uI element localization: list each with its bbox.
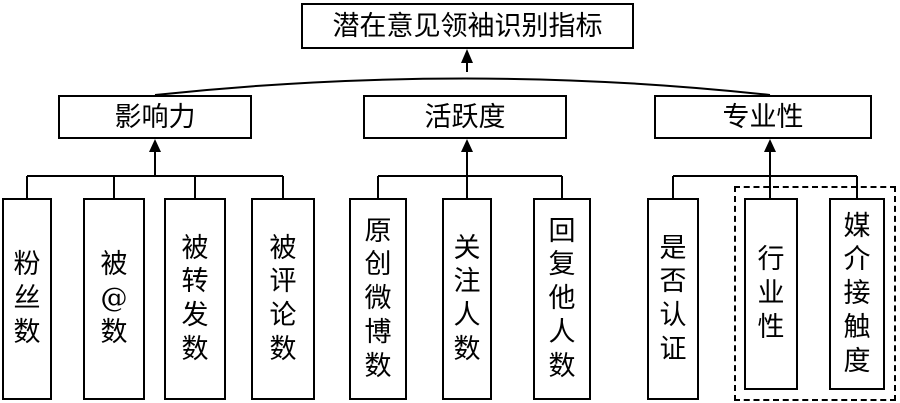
indicator-label: 媒介接触度 [843,210,871,377]
category-label: 活跃度 [424,101,506,133]
indicator-label: 回复他人数 [548,215,576,382]
category-professionalism: 专业性 [654,95,872,139]
arrowhead-activity [461,139,473,152]
indicator-mentions: 被@数 [83,198,145,400]
indicator-following: 关注人数 [442,198,492,400]
indicator-media-contact: 媒介接触度 [829,198,885,390]
category-activity: 活跃度 [363,95,567,139]
indicator-label: 是否认证 [659,232,687,365]
indicator-label: 行业性 [757,244,785,343]
indicator-label: 被@数 [100,249,128,348]
indicator-label: 粉丝数 [13,249,41,348]
dashed-group-box [734,186,896,401]
indicator-original-posts: 原创微博数 [349,198,407,400]
indicator-verified: 是否认证 [647,198,699,400]
category-label: 影响力 [114,101,196,133]
indicator-label: 被评论数 [269,232,297,365]
category-influence: 影响力 [58,95,252,139]
indicator-replies: 回复他人数 [533,198,591,400]
indicator-label: 原创微博数 [364,215,392,382]
indicator-comments: 被评论数 [251,198,315,400]
indicator-label: 关注人数 [453,232,481,365]
root-node: 潜在意见领袖识别指标 [301,3,634,49]
arrowhead-influence [149,139,161,152]
arrowhead-professionalism [764,139,776,152]
indicator-industry: 行业性 [744,198,798,390]
arrowhead-root [461,49,473,63]
indicator-reposts: 被转发数 [164,198,226,400]
category-label: 专业性 [722,101,804,133]
indicator-fans: 粉丝数 [2,198,52,400]
indicator-label: 被转发数 [181,232,209,365]
root-label: 潜在意见领袖识别指标 [332,10,603,42]
